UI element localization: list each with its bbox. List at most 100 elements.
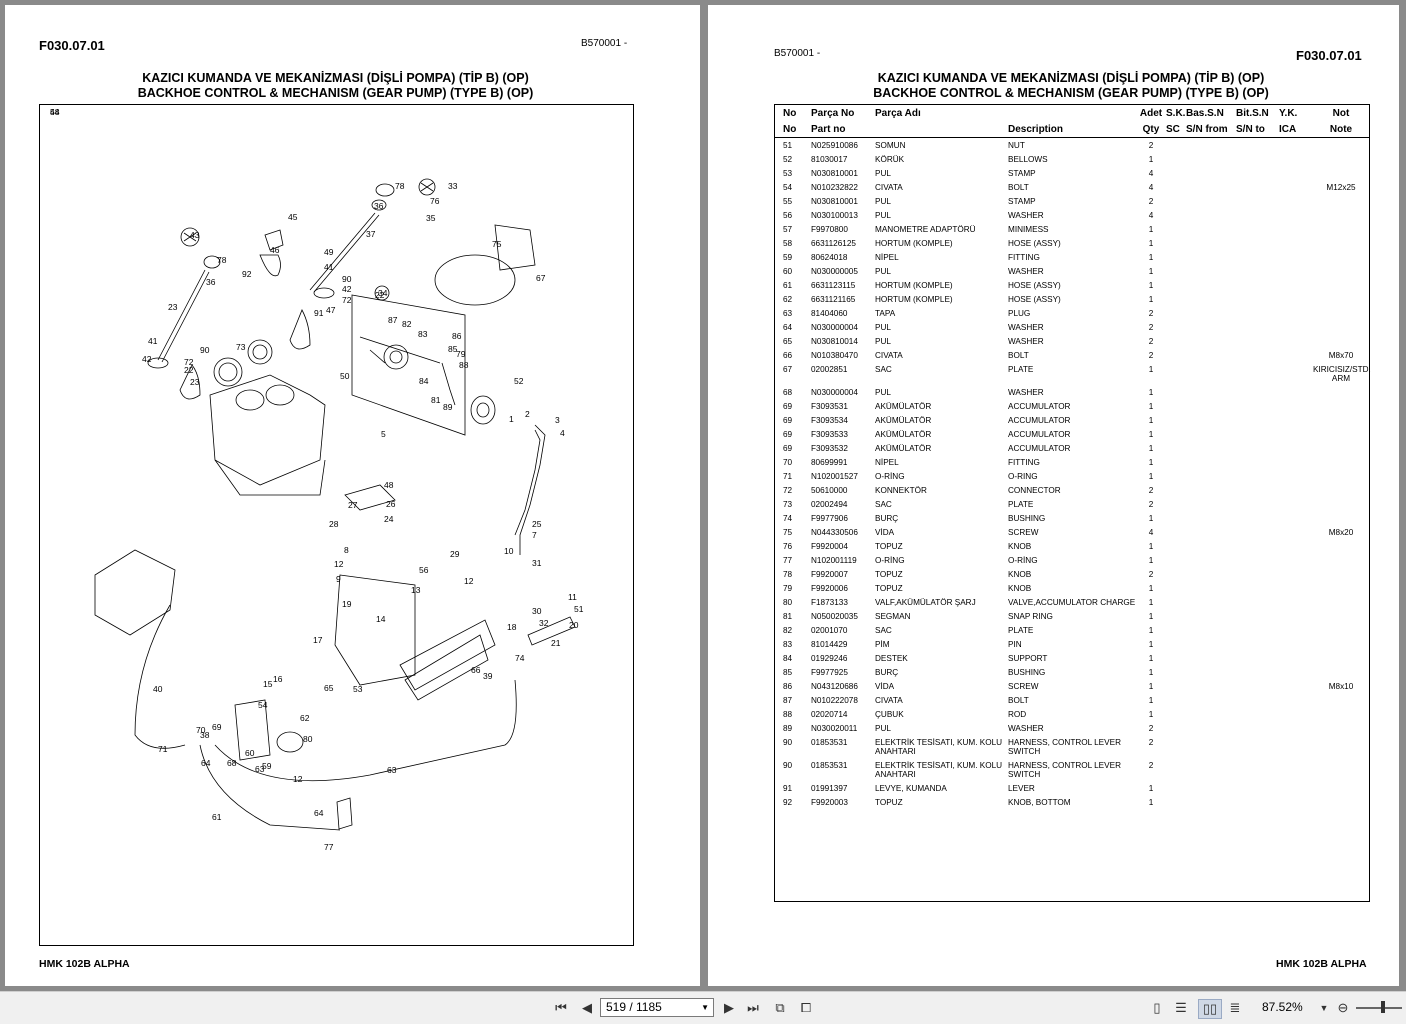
cell-note <box>1313 758 1369 781</box>
cell-yk <box>1279 441 1313 455</box>
cell-qty: 2 <box>1148 351 1154 360</box>
next-page-icon[interactable]: ▶ <box>724 1000 734 1015</box>
cell-yk <box>1279 595 1313 609</box>
callout-circle <box>374 285 390 301</box>
cell-note <box>1313 795 1369 809</box>
cell-name: VİDA <box>875 682 895 691</box>
cell-bas <box>1186 208 1236 222</box>
callout-number: 49 <box>324 247 334 257</box>
cell-qty: 1 <box>1148 654 1154 663</box>
title-en: BACKHOE CONTROL & MECHANISM (GEAR PUMP) … <box>137 86 534 100</box>
cell-bit <box>1236 651 1279 665</box>
zoom-level[interactable]: 87.52% <box>1262 1000 1303 1014</box>
cell-part-no: N050020035 <box>811 612 858 621</box>
title-en: BACKHOE CONTROL & MECHANISM (GEAR PUMP) … <box>873 86 1269 100</box>
cell-sc <box>1166 483 1186 497</box>
header-part-no: Parça No <box>811 107 855 119</box>
cell-bit <box>1236 665 1279 679</box>
continuous-icon[interactable]: ≣ <box>1229 1000 1241 1015</box>
single-page-icon[interactable]: ▯ <box>1153 1000 1161 1015</box>
page-selector[interactable]: 519 / 1185 ▼ <box>600 998 714 1017</box>
cell-part-no: F3093533 <box>811 430 848 439</box>
cell-name: PUL <box>875 169 891 178</box>
cell-note <box>1313 278 1369 292</box>
callout-number: 26 <box>386 499 396 509</box>
header-sc: SC <box>1166 121 1186 138</box>
cell-part-no: 01929246 <box>811 654 848 663</box>
cell-qty: 1 <box>1148 542 1154 551</box>
scrolling-icon[interactable]: ☰ <box>1175 1000 1187 1015</box>
callout-number: 23 <box>168 302 178 312</box>
cell-qty: 1 <box>1148 682 1154 691</box>
cell-yk <box>1279 427 1313 441</box>
page-title: KAZICI KUMANDA VE MEKANİZMASI (DİŞLİ POM… <box>774 71 1368 101</box>
prev-page-icon[interactable]: ◀ <box>582 1000 592 1015</box>
last-page-icon[interactable]: ⏭ <box>747 1000 759 1015</box>
callout-number: 53 <box>353 684 363 694</box>
cell-qty: 1 <box>1148 784 1154 793</box>
callout-number: 87 <box>388 315 398 325</box>
two-page-icon[interactable]: ▯▯ <box>1198 999 1222 1019</box>
zoom-out-icon[interactable]: ⊖ <box>1337 1000 1349 1015</box>
cell-sc <box>1166 693 1186 707</box>
first-page-icon[interactable]: ⏮ <box>555 1000 567 1015</box>
cell-no: 67 <box>783 365 793 374</box>
zoom-slider-thumb[interactable] <box>1381 1001 1385 1013</box>
cell-part-no: N044330506 <box>811 528 858 537</box>
zoom-dropdown-icon[interactable]: ▼ <box>1319 1003 1329 1013</box>
cell-note <box>1313 581 1369 595</box>
cell-yk <box>1279 306 1313 320</box>
cell-name: CIVATA <box>875 351 903 360</box>
parts-list: No Parça No Parça Adı Adet S.K. Bas.S.N … <box>774 104 1371 902</box>
zoom-slider[interactable] <box>1356 1007 1402 1009</box>
cell-bas <box>1186 539 1236 553</box>
callout-number: 64 <box>201 758 211 768</box>
cell-bas <box>1186 595 1236 609</box>
callout-number: 23 <box>190 377 200 387</box>
cell-sc <box>1166 539 1186 553</box>
cell-no: 64 <box>783 323 793 332</box>
cell-no: 55 <box>783 197 793 206</box>
cell-sc <box>1166 511 1186 525</box>
cell-sc <box>1166 166 1186 180</box>
cell-bas <box>1186 623 1236 637</box>
callout-number: 35 <box>426 213 436 223</box>
cell-name: ÇUBUK <box>875 710 904 719</box>
header-row-tr: No Parça No Parça Adı Adet S.K. Bas.S.N … <box>775 105 1369 121</box>
cell-note <box>1313 735 1369 758</box>
cell-no: 73 <box>783 500 793 509</box>
rotate-view-icon[interactable]: ⧉ <box>775 1000 785 1015</box>
cell-no: 78 <box>783 570 793 579</box>
callout-number: 67 <box>536 273 546 283</box>
cell-note <box>1313 292 1369 306</box>
callout-number: 32 <box>539 618 549 628</box>
cell-bit <box>1236 152 1279 166</box>
callout-number: 37 <box>366 229 376 239</box>
callout-number: 69 <box>212 722 222 732</box>
cell-qty: 1 <box>1148 225 1154 234</box>
fit-page-icon[interactable]: ⧠ <box>800 1000 812 1015</box>
page-footer: HMK 102B ALPHA <box>39 958 130 970</box>
cell-yk <box>1279 609 1313 623</box>
callout-number: 22 <box>184 365 194 375</box>
cell-name: NİPEL <box>875 253 899 262</box>
cell-desc: BELLOWS <box>1008 155 1048 164</box>
callout-number: 91 <box>314 308 324 318</box>
cell-bit <box>1236 721 1279 735</box>
cell-part-no: 01853531 <box>811 761 848 770</box>
cell-note: M8x20 <box>1328 528 1354 537</box>
cell-desc: SCREW <box>1008 682 1039 691</box>
cell-sc <box>1166 441 1186 455</box>
cell-note <box>1313 413 1369 427</box>
cell-part-no: 02001070 <box>811 626 848 635</box>
cell-name: AKÜMÜLATÖR <box>875 402 932 411</box>
callout-number: 21 <box>551 638 561 648</box>
cell-desc: BUSHING <box>1008 668 1046 677</box>
cell-bit <box>1236 483 1279 497</box>
